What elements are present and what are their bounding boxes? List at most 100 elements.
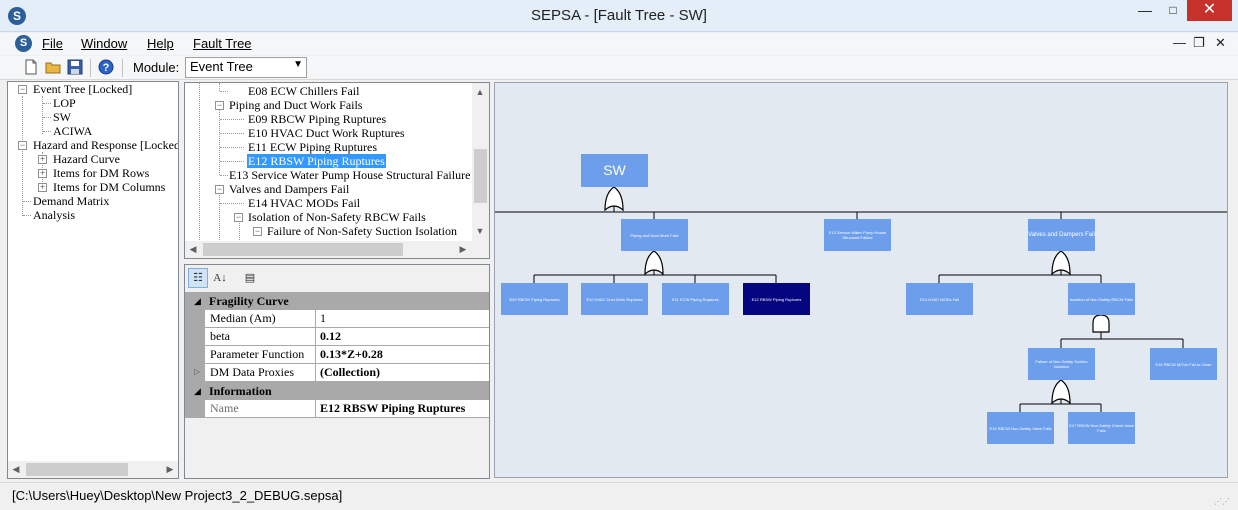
node-e17[interactable]: E17 RBCW Non-Safety Check Valve Fails <box>1068 412 1135 444</box>
mdi-restore-button[interactable]: ❐ <box>1193 35 1205 50</box>
node-e12-selected[interactable]: E12 RBSW Piping Ruptures <box>743 283 810 315</box>
tree-item-analysis[interactable]: Analysis <box>33 208 75 222</box>
property-row-name[interactable]: Name E12 RBSW Piping Ruptures <box>185 400 489 418</box>
tree-line <box>220 91 228 92</box>
minimize-button[interactable]: — <box>1138 2 1152 18</box>
property-value[interactable]: 0.13*Z+0.28 <box>320 347 383 361</box>
scroll-right-icon[interactable]: ▶ <box>166 464 174 474</box>
outline-item-e14[interactable]: E14 HVAC MODs Fail <box>248 196 361 210</box>
tree-item-aciwa[interactable]: ACIWA <box>53 124 93 138</box>
toolbar-separator <box>90 59 91 77</box>
node-top-event[interactable]: SW <box>581 154 648 187</box>
tree-item-dm-columns[interactable]: Items for DM Columns <box>53 180 166 194</box>
property-pages-icon[interactable]: ▤ <box>244 272 256 284</box>
scroll-up-icon[interactable]: ▲ <box>475 87 485 97</box>
app-logo-icon[interactable]: S <box>8 7 26 25</box>
save-icon[interactable] <box>67 59 83 75</box>
resize-grip-icon[interactable]: ⋰⋰ <box>1214 497 1230 506</box>
vertical-scrollbar[interactable]: ▲ ▼ <box>472 83 489 241</box>
outline-item-suction[interactable]: Failure of Non-Safety Suction Isolation <box>267 224 457 238</box>
open-folder-icon[interactable] <box>45 59 61 75</box>
horizontal-scrollbar[interactable]: ◀ ▶ <box>8 461 178 478</box>
outline-item-e13[interactable]: E13 Service Water Pump House Structural … <box>229 168 471 182</box>
tree-item-sw[interactable]: SW <box>53 110 71 124</box>
fault-tree-canvas[interactable]: SW Piping and Duct Work Fails E13 Servic… <box>494 82 1228 478</box>
close-button[interactable]: ✕ <box>1187 0 1232 21</box>
outline-item-e10[interactable]: E10 HVAC Duct Work Ruptures <box>248 126 405 140</box>
collapse-toggle[interactable]: − <box>234 212 243 222</box>
scrollbar-thumb[interactable] <box>474 149 487 203</box>
property-row-median[interactable]: Median (Am) 1 <box>185 310 489 328</box>
menu-file[interactable]: File <box>42 36 63 51</box>
node-e14[interactable]: E14 HVAC MODs Fail <box>906 283 973 315</box>
property-row-beta[interactable]: beta 0.12 <box>185 328 489 346</box>
node-discharge[interactable]: E16 RBCW MOVs Fail to Close <box>1150 348 1217 380</box>
property-row-parameter-function[interactable]: Parameter Function 0.13*Z+0.28 <box>185 346 489 364</box>
node-isolation[interactable]: Isolation of Non-Safety RBCW Fails <box>1068 283 1135 315</box>
property-value[interactable]: E12 RBSW Piping Ruptures <box>320 401 466 415</box>
scroll-down-icon[interactable]: ▼ <box>475 226 485 236</box>
tree-item-hazard-curve[interactable]: Hazard Curve <box>53 152 120 166</box>
categorized-view-icon[interactable]: ☷ <box>188 268 208 288</box>
outline-item-e12[interactable]: E12 RBSW Piping Ruptures <box>247 154 386 168</box>
tree-item-hazard-response[interactable]: Hazard and Response [Locked] <box>33 138 179 152</box>
expand-toggle[interactable]: + <box>38 182 47 192</box>
menu-help[interactable]: Help <box>147 36 174 51</box>
tree-item-demand-matrix[interactable]: Demand Matrix <box>33 194 110 208</box>
tree-item-event-tree[interactable]: Event Tree [Locked] <box>33 82 133 96</box>
menu-fault-tree[interactable]: Fault Tree <box>193 36 252 51</box>
module-select[interactable]: Event Tree ▼ <box>185 57 307 78</box>
category-fragility-curve[interactable]: ◢ Fragility Curve <box>185 292 489 310</box>
expand-toggle[interactable]: + <box>38 168 47 178</box>
mdi-minimize-button[interactable]: — <box>1173 35 1186 50</box>
property-value[interactable]: 1 <box>320 311 326 325</box>
tree-item-lop[interactable]: LOP <box>53 96 76 110</box>
tree-item-dm-rows[interactable]: Items for DM Rows <box>53 166 150 180</box>
collapse-toggle[interactable]: − <box>215 184 224 194</box>
collapse-toggle[interactable]: − <box>18 140 27 150</box>
scrollbar-thumb[interactable] <box>26 463 128 476</box>
collapse-triangle-icon[interactable]: ◢ <box>194 386 201 396</box>
scrollbar-thumb[interactable] <box>203 243 403 256</box>
document-icon[interactable]: S <box>15 35 32 52</box>
property-name: Parameter Function <box>206 346 316 364</box>
outline-item-valves[interactable]: Valves and Dampers Fail <box>229 182 350 196</box>
outline-item-isolation[interactable]: Isolation of Non-Safety RBCW Fails <box>248 210 426 224</box>
tree-line <box>239 221 240 248</box>
menu-window[interactable]: Window <box>81 36 128 51</box>
outline-item-e08[interactable]: E08 ECW Chillers Fail <box>248 84 360 98</box>
maximize-button[interactable]: □ <box>1169 3 1177 17</box>
project-tree[interactable]: − Event Tree [Locked] LOP SW ACIWA − Haz… <box>7 81 179 479</box>
collapse-toggle[interactable]: − <box>215 100 224 110</box>
node-e09[interactable]: E09 RBCW Piping Ruptures <box>501 283 568 315</box>
new-file-icon[interactable] <box>23 59 39 75</box>
node-e13[interactable]: E13 Service Water Pump House Structural … <box>824 219 891 251</box>
node-piping[interactable]: Piping and Duct Work Fails <box>621 219 688 251</box>
node-suction[interactable]: Failure of Non-Safety Suction Isolation <box>1028 348 1095 380</box>
outline-item-e11[interactable]: E11 ECW Piping Ruptures <box>248 140 377 154</box>
help-icon[interactable]: ? <box>98 59 114 75</box>
category-information[interactable]: ◢ Information <box>185 382 489 400</box>
outline-item-e09[interactable]: E09 RBCW Piping Ruptures <box>248 112 387 126</box>
mdi-close-button[interactable]: ✕ <box>1215 35 1226 50</box>
horizontal-scrollbar[interactable]: ◀ ▶ <box>185 241 489 258</box>
property-row-dm-data-proxies[interactable]: ▷ DM Data Proxies (Collection) <box>185 364 489 382</box>
expand-triangle-icon[interactable]: ▷ <box>194 367 201 376</box>
property-value[interactable]: 0.12 <box>320 329 341 343</box>
scroll-right-icon[interactable]: ▶ <box>459 244 467 254</box>
expand-toggle[interactable]: + <box>38 154 47 164</box>
tree-line <box>23 201 31 202</box>
alphabetical-sort-icon[interactable]: A↓ <box>213 272 227 284</box>
node-e10[interactable]: E10 HVAC Duct Work Ruptures <box>581 283 648 315</box>
node-e11[interactable]: E11 ECW Piping Ruptures <box>662 283 729 315</box>
node-valves[interactable]: Valves and Dampers Fail <box>1028 219 1095 251</box>
property-value[interactable]: (Collection) <box>320 365 380 379</box>
collapse-triangle-icon[interactable]: ◢ <box>194 296 201 306</box>
collapse-toggle[interactable]: − <box>253 226 262 236</box>
fault-tree-outline[interactable]: E08 ECW Chillers Fail − Piping and Duct … <box>184 82 490 259</box>
node-e15[interactable]: E15 RBCW Non-Safety Valve Fails <box>987 412 1054 444</box>
scroll-left-icon[interactable]: ◀ <box>12 464 20 474</box>
scroll-left-icon[interactable]: ◀ <box>189 244 197 254</box>
collapse-toggle[interactable]: − <box>18 84 27 94</box>
outline-item-piping[interactable]: Piping and Duct Work Fails <box>229 98 363 112</box>
